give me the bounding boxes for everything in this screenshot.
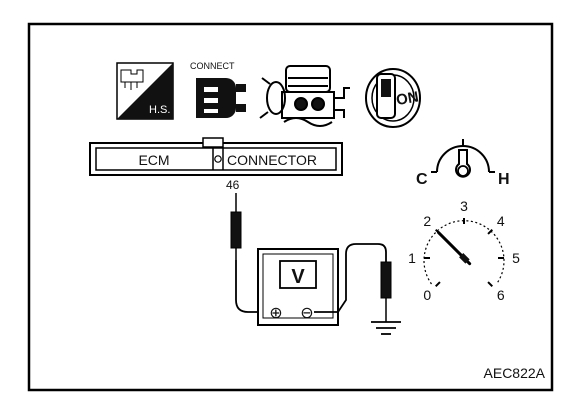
hot-start-icon: H.S. xyxy=(116,62,174,120)
ground-icon xyxy=(371,321,401,335)
cold-label: C xyxy=(416,171,428,188)
tachometer-scale-label: 4 xyxy=(497,213,505,229)
tachometer-needle-hub xyxy=(459,253,470,264)
ecm-connector: ECM CONNECTOR xyxy=(89,137,343,176)
negative-lead-wire xyxy=(314,243,387,313)
hs-label: H.S. xyxy=(149,104,170,116)
ecm-label: ECM xyxy=(138,152,169,168)
connect-label: CONNECT xyxy=(190,61,235,71)
engine-icon xyxy=(259,65,350,127)
tachometer-scale-label: 3 xyxy=(460,198,468,214)
hot-label: H xyxy=(498,171,510,188)
ignition-on-label: ON xyxy=(395,88,420,109)
tachometer-scale-label: 2 xyxy=(423,213,431,229)
figure-frame xyxy=(27,22,554,392)
positive-probe xyxy=(230,193,242,260)
engine-temperature-gauge: C H xyxy=(416,139,510,188)
tachometer-scale-label: 5 xyxy=(512,250,520,266)
connector-label: CONNECTOR xyxy=(227,152,317,168)
positive-lead-wire xyxy=(235,260,276,313)
positive-terminal: ⊕ xyxy=(269,303,282,322)
pin-46-terminal xyxy=(214,155,222,163)
figure-code: AEC822A xyxy=(484,365,546,381)
tachometer: 0 1 2 3 4 5 6 xyxy=(408,198,520,303)
negative-terminal: ⊖ xyxy=(300,303,313,322)
connect-icon: CONNECT xyxy=(190,61,246,118)
tachometer-scale-labels: 0 1 2 3 4 5 6 xyxy=(408,198,520,303)
tachometer-ticks xyxy=(424,218,504,287)
tachometer-scale-label: 6 xyxy=(497,287,505,303)
negative-probe xyxy=(380,261,392,322)
voltmeter-unit: V xyxy=(291,266,305,288)
tachometer-tick xyxy=(435,281,441,287)
tachometer-tick xyxy=(487,229,493,235)
tachometer-scale-label: 1 xyxy=(408,250,416,266)
tachometer-needle xyxy=(437,231,472,266)
ignition-on-icon: ON xyxy=(365,68,421,128)
voltmeter-display xyxy=(279,260,317,289)
pin-number-label: 46 xyxy=(226,178,240,192)
voltmeter: V ⊕ ⊖ xyxy=(257,248,339,326)
tachometer-tick xyxy=(487,281,493,287)
tachometer-scale-label: 0 xyxy=(423,287,431,303)
